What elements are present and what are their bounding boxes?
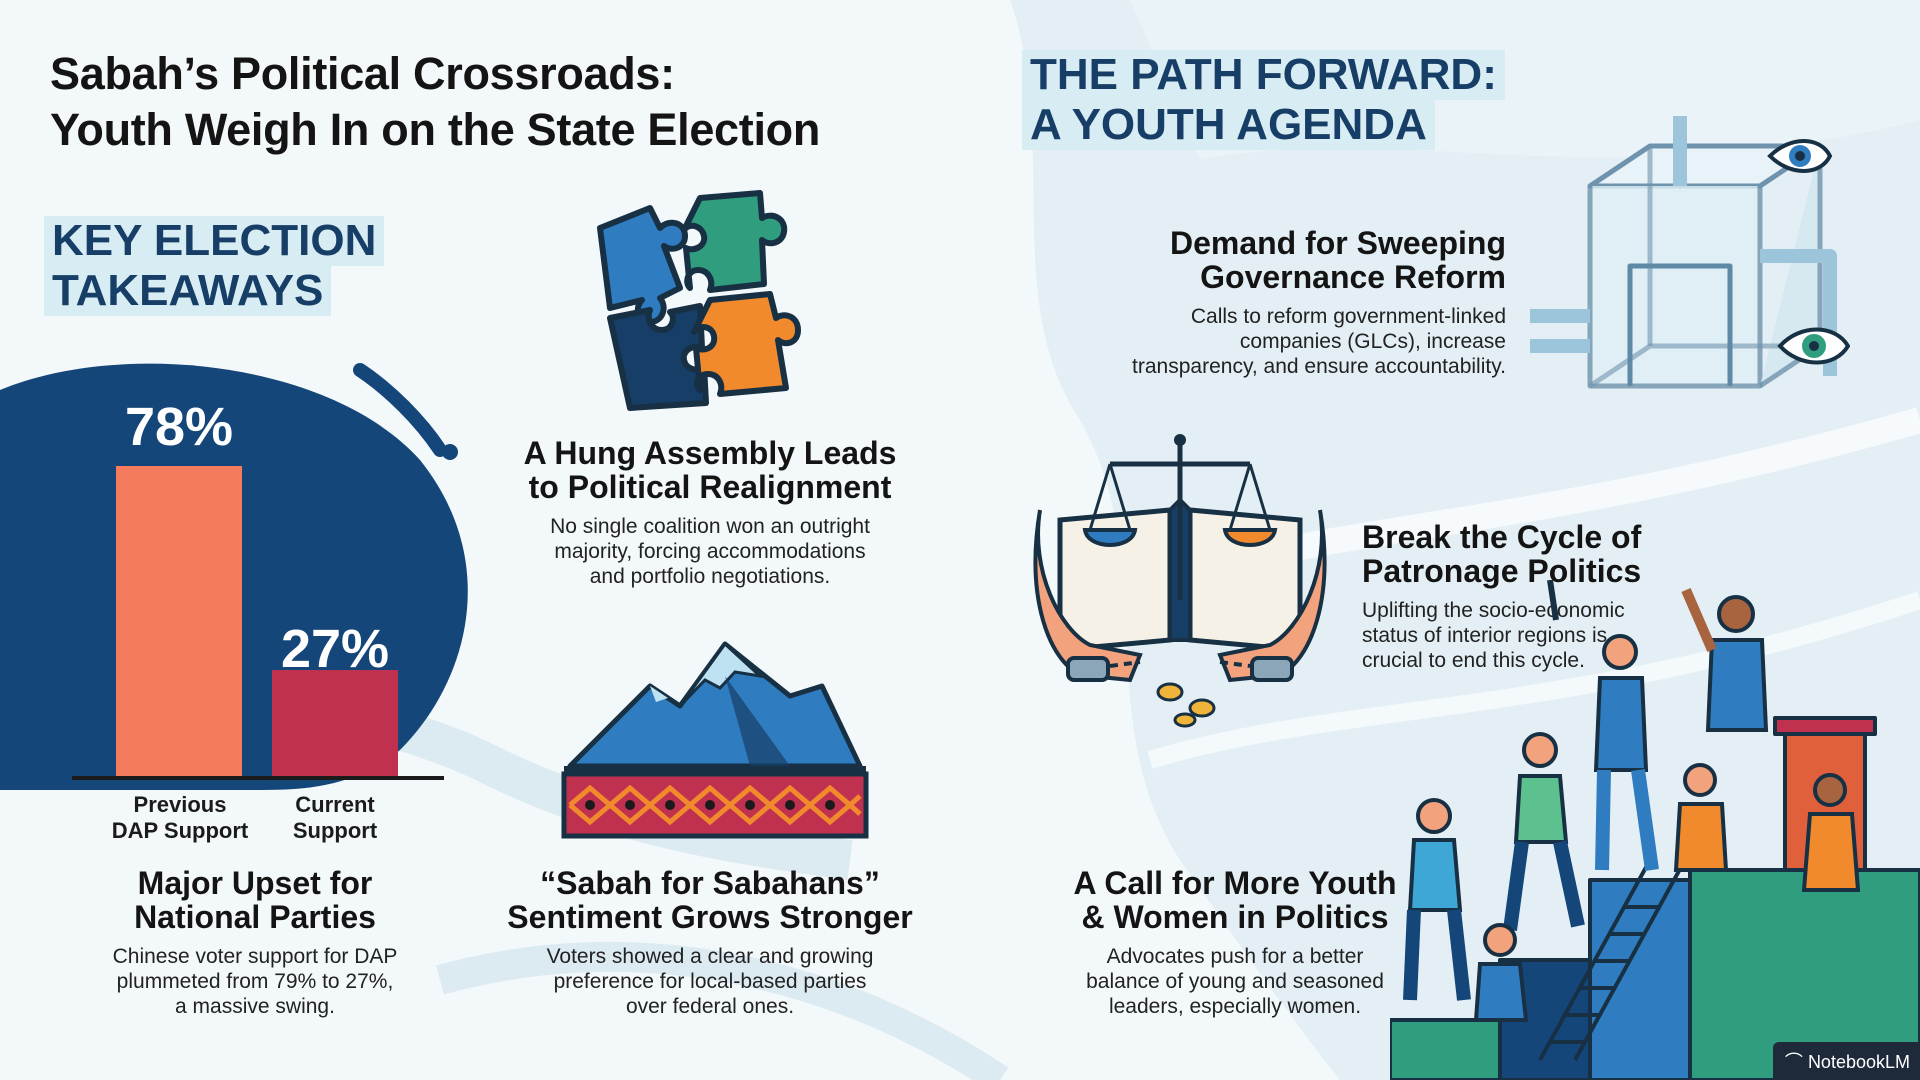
card-body: Advocates push for a better balance of y… <box>1086 945 1384 1018</box>
card-title: A Call for More Youth & Women in Politic… <box>1073 865 1397 935</box>
card-hung-assembly: A Hung Assembly Leads to Political Reali… <box>510 436 910 589</box>
card-sabah-for-sabahans: “Sabah for Sabahans” Sentiment Grows Str… <box>500 866 920 1019</box>
bar-value-previous: 78% <box>124 397 234 457</box>
card-major-upset: Major Upset for National Parties Chinese… <box>60 866 450 1019</box>
section-heading-path-forward: THE PATH FORWARD: A YOUTH AGENDA <box>1022 50 1505 150</box>
justice-book-icon <box>1033 434 1327 728</box>
bar-chart <box>0 363 468 790</box>
card-title: A Hung Assembly Leads to Political Reali… <box>523 435 897 505</box>
puzzle-icon <box>597 190 801 411</box>
card-title: Demand for Sweeping Governance Reform <box>1169 225 1506 295</box>
card-patronage-politics: Break the Cycle of Patronage Politics Up… <box>1362 520 1762 673</box>
brand-logo-icon: ⌒ <box>1784 1052 1803 1072</box>
card-title: Break the Cycle of Patronage Politics <box>1362 519 1642 589</box>
bar-value-current: 27% <box>280 619 390 679</box>
section-heading-takeaways: KEY ELECTION TAKEAWAYS <box>44 216 385 316</box>
card-youth-women: A Call for More Youth & Women in Politic… <box>1060 866 1410 1019</box>
card-body: Voters showed a clear and growing prefer… <box>546 945 874 1018</box>
card-governance-reform: Demand for Sweeping Governance Reform Ca… <box>1060 226 1506 379</box>
card-body: No single coalition won an outright majo… <box>550 515 870 588</box>
card-body: Chinese voter support for DAP plummeted … <box>112 945 398 1018</box>
bar-current <box>272 670 398 778</box>
bar-category-current: Current Support <box>292 792 378 843</box>
youth-crowd-icon <box>1390 580 1920 1080</box>
bar-previous <box>116 466 242 778</box>
card-body: Uplifting the socio-economic status of i… <box>1362 599 1625 672</box>
brand-name: NotebookLM <box>1807 1052 1910 1072</box>
card-body: Calls to reform government-linked compan… <box>1132 305 1506 378</box>
bar-category-previous: Previous DAP Support <box>111 792 249 843</box>
card-title: Major Upset for National Parties <box>134 865 376 935</box>
page-title: Sabah’s Political Crossroads: Youth Weig… <box>50 48 821 155</box>
brand-footer: ⌒ NotebookLM <box>1772 1042 1920 1080</box>
transparent-box-icon <box>1530 116 1850 389</box>
mountain-icon <box>561 641 869 839</box>
card-title: “Sabah for Sabahans” Sentiment Grows Str… <box>507 865 913 935</box>
